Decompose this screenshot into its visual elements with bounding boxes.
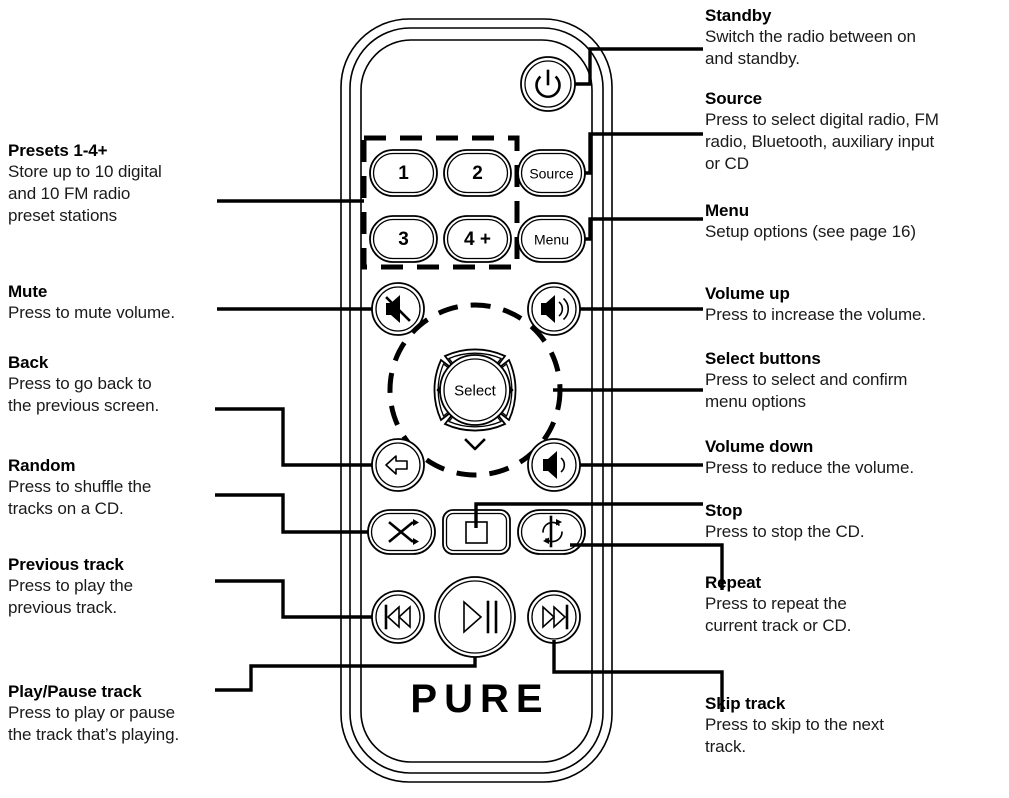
callout-skip-track-body: Press to skip to the next track. — [705, 715, 884, 756]
callout-skip-track-title: Skip track — [705, 694, 786, 713]
callout-mute: Mute Press to mute volume. — [8, 281, 228, 324]
skip-track-button[interactable] — [527, 590, 581, 644]
skip-track-icon — [542, 604, 569, 630]
previous-track-icon — [384, 604, 411, 630]
repeat-button[interactable] — [517, 509, 586, 555]
volume-up-icon — [541, 295, 570, 323]
callout-presets: Presets 1-4+ Store up to 10 digital and … — [8, 140, 223, 227]
menu-button[interactable]: Menu — [517, 215, 586, 263]
preset-2-button[interactable]: 2 — [443, 149, 512, 197]
callout-previous-track: Previous track Press to play the previou… — [8, 554, 223, 619]
callout-stop-title: Stop — [705, 501, 743, 520]
preset-3-label: 3 — [398, 229, 409, 250]
callout-volume-down-body: Press to reduce the volume. — [705, 458, 914, 477]
callout-standby-title: Standby — [705, 6, 772, 25]
callout-previous-track-body: Press to play the previous track. — [8, 576, 133, 617]
callout-play-pause: Play/Pause track Press to play or pause … — [8, 681, 258, 746]
callout-random: Random Press to shuffle the tracks on a … — [8, 455, 223, 520]
power-icon — [535, 69, 561, 98]
select-button[interactable]: Select — [439, 354, 511, 426]
callout-stop: Stop Press to stop the CD. — [705, 500, 1005, 543]
callout-standby: Standby Switch the radio between on and … — [705, 5, 1005, 70]
callout-mute-body: Press to mute volume. — [8, 303, 176, 322]
back-button[interactable] — [371, 438, 425, 492]
stop-square-icon — [465, 521, 488, 544]
callout-volume-up-title: Volume up — [705, 284, 790, 303]
brand-wordmark: PURE — [410, 677, 549, 721]
nav-up-button[interactable] — [443, 348, 507, 380]
callout-repeat: Repeat Press to repeat the current track… — [705, 572, 1005, 637]
leader-standby — [575, 47, 703, 86]
nav-right-button[interactable] — [485, 358, 517, 422]
callout-select-buttons-body: Press to select and confirm menu options — [705, 370, 908, 411]
nav-left-button[interactable] — [433, 358, 465, 422]
source-label: Source — [529, 166, 574, 182]
preset-4-plus-button[interactable]: 4 + — [443, 215, 512, 263]
callout-standby-body: Switch the radio between on and standby. — [705, 27, 916, 68]
leader-skip-track — [552, 640, 724, 712]
preset-4-plus-label: 4 + — [464, 229, 491, 250]
remote-body — [340, 18, 613, 783]
callout-volume-down: Volume down Press to reduce the volume. — [705, 436, 1005, 479]
leader-lines — [215, 47, 724, 712]
volume-down-icon — [543, 451, 566, 479]
leader-repeat — [570, 543, 724, 590]
preset-1-button[interactable]: 1 — [369, 149, 438, 197]
callout-source-title: Source — [705, 89, 763, 108]
callout-menu-body: Setup options (see page 16) — [705, 222, 916, 241]
shuffle-icon — [388, 519, 419, 545]
leader-menu — [585, 217, 703, 241]
callout-source-body: Press to select digital radio, FM radio,… — [705, 110, 939, 173]
leader-previous-track — [215, 579, 372, 619]
callout-presets-title: Presets 1-4+ — [8, 141, 108, 160]
nav-down-button[interactable] — [443, 400, 507, 451]
presets-dashed-box — [361, 135, 520, 270]
callout-back-title: Back — [8, 353, 49, 372]
source-button[interactable]: Source — [517, 149, 586, 197]
previous-track-button[interactable] — [371, 590, 425, 644]
nav-cluster-dashed-ring — [387, 302, 563, 478]
callout-volume-up-body: Press to increase the volume. — [705, 305, 927, 324]
preset-3-button[interactable]: 3 — [369, 215, 438, 263]
leader-random — [215, 493, 368, 534]
callout-presets-body: Store up to 10 digital and 10 FM radio p… — [8, 162, 162, 225]
volume-up-button[interactable] — [527, 282, 581, 336]
callout-menu-title: Menu — [705, 201, 749, 220]
leader-source — [585, 132, 703, 175]
callout-select-buttons: Select buttons Press to select and confi… — [705, 348, 1005, 413]
callout-repeat-title: Repeat — [705, 573, 762, 592]
callout-random-body: Press to shuffle the tracks on a CD. — [8, 477, 152, 518]
preset-1-label: 1 — [398, 163, 409, 184]
back-arrow-icon — [385, 455, 408, 475]
leader-back — [215, 407, 372, 467]
random-button[interactable] — [367, 509, 436, 555]
callout-skip-track: Skip track Press to skip to the next tra… — [705, 693, 1005, 758]
mute-button[interactable] — [371, 282, 425, 336]
callout-back: Back Press to go back to the previous sc… — [8, 352, 223, 417]
menu-label: Menu — [534, 232, 569, 248]
callout-previous-track-title: Previous track — [8, 555, 124, 574]
callout-back-body: Press to go back to the previous screen. — [8, 374, 160, 415]
callout-play-pause-body: Press to play or pause the track that’s … — [8, 703, 180, 744]
volume-down-button[interactable] — [527, 438, 581, 492]
callout-play-pause-title: Play/Pause track — [8, 682, 142, 701]
stop-button[interactable] — [442, 509, 511, 555]
play-pause-button[interactable] — [434, 576, 516, 658]
callout-random-title: Random — [8, 456, 76, 475]
callout-volume-up: Volume up Press to increase the volume. — [705, 283, 1005, 326]
callout-menu: Menu Setup options (see page 16) — [705, 200, 1005, 243]
callout-volume-down-title: Volume down — [705, 437, 814, 456]
standby-button[interactable] — [520, 56, 576, 112]
leader-stop — [474, 502, 703, 528]
play-pause-icon — [463, 600, 498, 634]
callout-repeat-body: Press to repeat the current track or CD. — [705, 594, 852, 635]
callout-mute-title: Mute — [8, 282, 48, 301]
callout-source: Source Press to select digital radio, FM… — [705, 88, 1007, 175]
callout-select-buttons-title: Select buttons — [705, 349, 821, 368]
preset-2-label: 2 — [472, 163, 483, 184]
callout-stop-body: Press to stop the CD. — [705, 522, 865, 541]
repeat-icon — [542, 515, 563, 548]
select-label: Select — [454, 383, 497, 400]
mute-icon — [385, 295, 411, 323]
